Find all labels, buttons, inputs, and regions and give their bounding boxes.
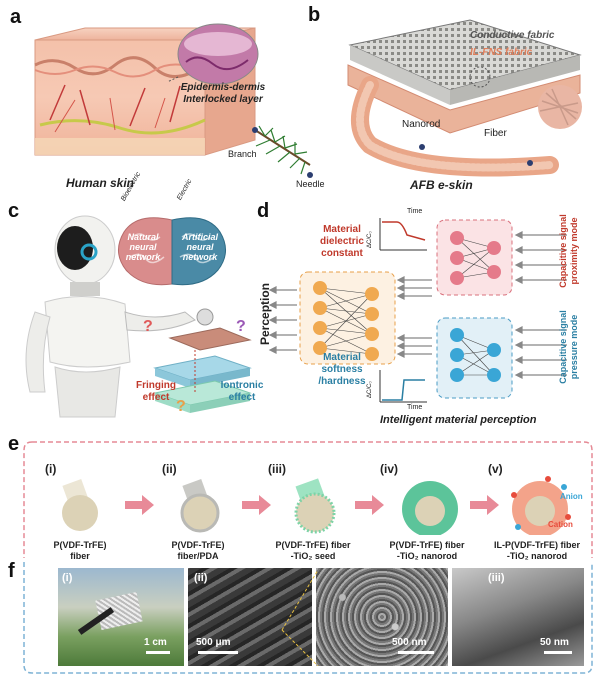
- conductive-fabric-label: Conductive fabric: [470, 30, 555, 41]
- fabrication-steps-illustration: [62, 476, 571, 535]
- epidermis-callout: Epidermis-dermis Interlocked layer: [180, 82, 266, 105]
- step-v-label: IL-P(VDF-TrFE) fiber -TiO₂ nanorod: [494, 540, 580, 561]
- iontronic-effect-label: Iontronic effect: [220, 380, 264, 403]
- sample-mesh: [95, 591, 143, 631]
- photo-sample: [58, 568, 184, 666]
- plot1-time-label: Time: [407, 208, 423, 215]
- panel-label-b: b: [308, 4, 321, 26]
- proximity-mode-label: Capacitive signal proximity mode: [558, 214, 579, 288]
- scale-1cm: 1 cm: [144, 637, 167, 648]
- question-mark-purple: ?: [236, 318, 246, 335]
- tem-image: [452, 568, 584, 666]
- step-ii-number: (ii): [162, 462, 177, 476]
- step-ii-label: P(VDF-TrFE) fiber/PDA: [171, 540, 225, 561]
- sem-image-fibers: [188, 568, 312, 666]
- image-iii-number: (iii): [488, 572, 505, 584]
- artificial-network-label: Artificial neural network: [181, 232, 218, 262]
- afb-eskin-caption: AFB e-skin: [410, 178, 473, 192]
- micrograph-inset: [168, 23, 259, 85]
- scale-50nm: 50 nm: [540, 637, 569, 648]
- softness-hardness-label: Material softness /hardness: [318, 352, 366, 387]
- scale-bar-50nm: [544, 651, 572, 654]
- plot2-yaxis-label: ΔC/C₀: [367, 381, 373, 398]
- question-mark-orange: ?: [176, 398, 186, 415]
- panel-label-e: e: [8, 433, 20, 455]
- ilfns-fabric-label: IL-FNS fabric: [470, 47, 533, 58]
- scale-500nm: 500 nm: [392, 637, 427, 648]
- question-mark-red: ?: [143, 318, 153, 335]
- dielectric-constant-label: Material dielectric constant: [320, 224, 364, 259]
- branch-label: Branch: [228, 149, 257, 159]
- cation-label: Cation: [548, 520, 573, 529]
- scale-bar-500um: [198, 651, 238, 654]
- fabrication-frame: [23, 441, 593, 558]
- image-ii-number: (ii): [194, 572, 208, 584]
- robot-illustration: [25, 215, 214, 418]
- natural-network-label: Natural neural network: [125, 232, 161, 262]
- needle-label: Needle: [296, 179, 325, 189]
- image-frame: [23, 562, 593, 674]
- perception-label: Perception: [258, 282, 272, 345]
- nanorod-label: Nanorod: [402, 119, 441, 130]
- panel-label-c: c: [8, 200, 20, 222]
- electric-label: Electric: [176, 178, 194, 202]
- plot2-time-label: Time: [407, 404, 423, 411]
- step-iii-label: P(VDF-TrFE) fiber -TiO₂ seed: [275, 540, 351, 561]
- fiber-label: Fiber: [484, 128, 507, 139]
- panel-label-f: f: [8, 560, 15, 582]
- anion-label: Anion: [560, 492, 583, 501]
- image-i-number: (i): [62, 572, 73, 584]
- sensor-stack-illustration: [153, 327, 252, 413]
- step-i-label: P(VDF-TrFE) fiber: [53, 540, 107, 561]
- brain-illustration: [118, 217, 226, 286]
- fringing-effect-label: Fringing effect: [136, 380, 176, 403]
- step-iii-number: (iii): [268, 462, 286, 476]
- plot1-yaxis-label: ΔC/C₀: [367, 231, 373, 248]
- scale-bar-1cm: [146, 651, 170, 654]
- step-i-number: (i): [45, 462, 57, 476]
- pine-branch-illustration: [252, 125, 313, 178]
- step-v-number: (v): [488, 462, 503, 476]
- scale-bar-500nm: [398, 651, 434, 654]
- sem-image-nanorods: [316, 568, 448, 666]
- panel-label-a: a: [10, 6, 22, 28]
- step-iv-number: (iv): [380, 462, 398, 476]
- perception-network-diagram: [268, 218, 567, 403]
- panel-label-d: d: [257, 200, 270, 222]
- human-skin-caption: Human skin: [66, 176, 135, 190]
- intelligent-perception-caption: Intelligent material perception: [380, 414, 537, 426]
- afb-eskin-illustration: [347, 19, 582, 177]
- zoom-guide-lines: [281, 570, 319, 666]
- scale-500um: 500 μm: [196, 637, 231, 648]
- step-iv-label: P(VDF-TrFE) fiber -TiO₂ nanorod: [389, 540, 465, 561]
- pressure-mode-label: Capacitive signal pressure mode: [558, 310, 579, 384]
